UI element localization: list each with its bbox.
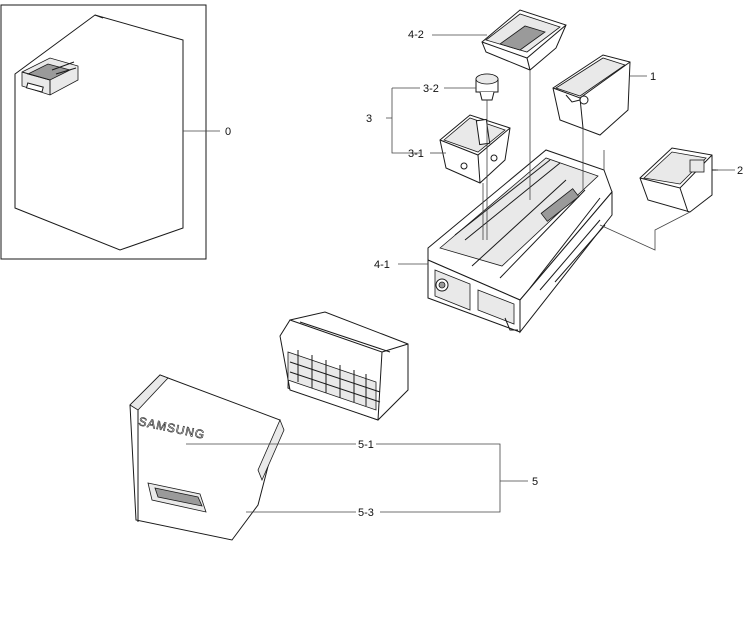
callout-3-1: 3-1 bbox=[408, 148, 424, 160]
callout-4-2: 4-2 bbox=[408, 29, 424, 41]
callout-1: 1 bbox=[650, 71, 656, 83]
part-5-drawer-insert bbox=[279, 311, 409, 421]
bracket-5 bbox=[376, 443, 528, 513]
callout-0: 0 bbox=[225, 126, 231, 138]
inset-dispenser-drawer bbox=[21, 57, 79, 96]
callout-2: 2 bbox=[737, 165, 743, 177]
callout-4-1: 4-1 bbox=[374, 259, 390, 271]
callout-5-1: 5-1 bbox=[358, 439, 374, 451]
bracket-3 bbox=[386, 87, 420, 154]
callout-5-3: 5-3 bbox=[358, 507, 374, 519]
callout-3-2: 3-2 bbox=[423, 83, 439, 95]
callout-5: 5 bbox=[532, 476, 538, 488]
part-2-cup bbox=[639, 147, 718, 213]
washer-cabinet bbox=[14, 14, 184, 251]
inset-frame bbox=[0, 4, 207, 260]
part-1-cup bbox=[552, 54, 647, 136]
part-3-2-cap bbox=[475, 73, 499, 101]
part-3-1-cup bbox=[439, 114, 511, 184]
washer-overview-inset bbox=[0, 4, 220, 260]
part-4-2-tray bbox=[432, 9, 567, 71]
part-5-front-panel: SAMSUNG bbox=[129, 374, 285, 541]
part-4-1-housing bbox=[427, 70, 691, 334]
callout-3: 3 bbox=[366, 113, 372, 125]
